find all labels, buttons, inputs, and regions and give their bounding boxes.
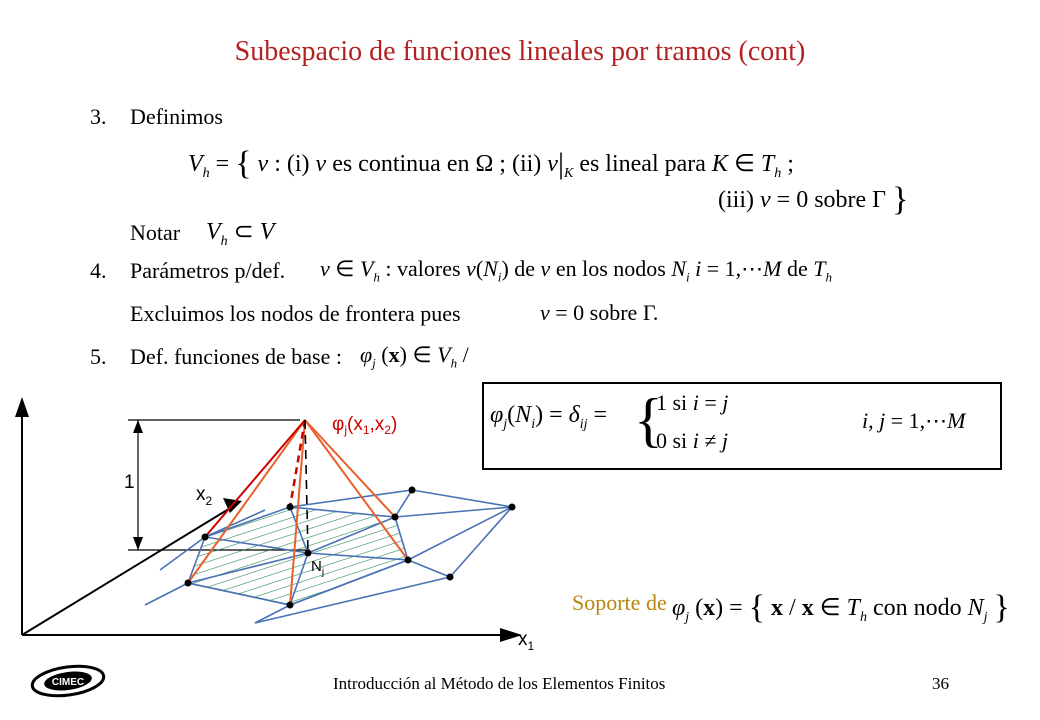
height-label: 1 <box>124 472 135 493</box>
basis-function-formula: φj (x) ∈ Vh / <box>360 342 469 371</box>
basis-function-figure: φj(x1,x2) 1 x2 x1 Nj <box>15 397 535 653</box>
pyramid-edge-hidden <box>288 419 307 508</box>
axes <box>21 413 505 636</box>
node-vertical-dashed <box>304 419 309 554</box>
kronecker-delta-box <box>482 382 1002 470</box>
item-3-text: Definimos <box>130 104 223 129</box>
x1-axis-arrow <box>500 628 522 642</box>
x1-label: x1 <box>518 629 535 653</box>
svg-text:CIMEC: CIMEC <box>52 677 84 688</box>
excluimos-text: Excluimos los nodos de frontera pues <box>130 301 461 326</box>
item-3-number: 3. <box>90 104 107 129</box>
item-4-number: 4. <box>90 258 107 283</box>
pyramid-edge-front <box>204 419 306 538</box>
index-range: i, j = 1,⋯M <box>862 408 966 433</box>
node-label: Nj <box>311 558 324 578</box>
parameters-formula: v ∈ Vh : valores v(Ni) de v en los nodos… <box>320 256 833 285</box>
phi-function-label: φj(x1,x2) <box>332 414 397 437</box>
vh-definition-line2: (iii) v = 0 sobre Γ } <box>718 181 909 218</box>
item-5-text: Def. funciones de base : <box>130 344 342 369</box>
footer-text: Introducción al Método de los Elementos … <box>333 674 666 693</box>
height-arrow-down <box>133 537 143 550</box>
page-number: 36 <box>932 674 949 693</box>
item-5-number: 5. <box>90 344 107 369</box>
vh-definition-line1: Vh = { v : (i) v es continua en Ω ; (ii)… <box>188 145 794 182</box>
mesh-nodes <box>184 486 516 609</box>
pyramid-edges <box>187 419 409 606</box>
x2-label: x2 <box>196 484 213 508</box>
notar-formula: Vh ⊂ V <box>206 219 275 249</box>
soporte-label: Soporte de <box>572 590 667 615</box>
boundary-condition: v = 0 sobre Γ. <box>540 300 659 325</box>
notar-label: Notar <box>130 220 181 245</box>
item-4-text: Parámetros p/def. <box>130 258 286 283</box>
height-arrow-up <box>133 420 143 433</box>
kronecker-brace: { <box>634 387 663 453</box>
kronecker-case-0: 0 si i ≠ j <box>656 428 729 453</box>
support-formula: φj (x) = { x / x ∈ Th con nodo Nj } <box>672 589 1010 626</box>
kronecker-delta-formula: φj(Ni) = δij = <box>490 402 608 432</box>
cimec-logo: CIMEC <box>30 664 106 698</box>
vertical-axis-arrow <box>15 397 29 417</box>
kronecker-case-1: 1 si i = j <box>656 390 729 415</box>
slide-title: Subespacio de funciones lineales por tra… <box>234 36 806 67</box>
